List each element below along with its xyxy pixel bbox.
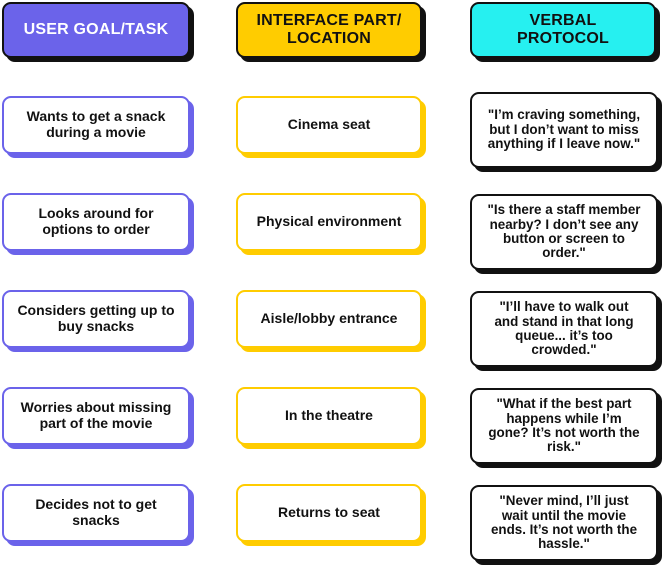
goal-text: Considers getting up to buy snacks: [17, 302, 175, 334]
verbal-cell: "What if the best part happens while I’m…: [470, 388, 658, 464]
verbal-text: "I’m craving something, but I don’t want…: [487, 107, 641, 152]
interface-text: Returns to seat: [278, 504, 380, 521]
verbal-text: "Never mind, I’ll just wait until the mo…: [490, 493, 638, 552]
goal-cell: Decides not to get snacks: [2, 484, 190, 542]
interface-cell: Cinema seat: [236, 96, 422, 154]
verbal-text: "I’ll have to walk out and stand in that…: [494, 299, 634, 358]
interface-cell: In the theatre: [236, 387, 422, 445]
verbal-text: "Is there a staff member nearby? I don’t…: [487, 202, 641, 261]
goal-cell: Looks around for options to order: [2, 193, 190, 251]
goal-cell: Wants to get a snack during a movie: [2, 96, 190, 154]
goal-text: Decides not to get snacks: [35, 496, 157, 528]
header-user-goal-label: USER GOAL/TASK: [23, 21, 169, 39]
header-verbal-protocol-label: VERBAL PROTOCOL: [517, 12, 609, 47]
interface-cell: Returns to seat: [236, 484, 422, 542]
verbal-cell: "I’ll have to walk out and stand in that…: [470, 291, 658, 367]
header-verbal-protocol: VERBAL PROTOCOL: [470, 2, 656, 58]
verbal-cell: "Is there a staff member nearby? I don’t…: [470, 194, 658, 270]
verbal-text: "What if the best part happens while I’m…: [488, 396, 640, 455]
goal-cell: Worries about missing part of the movie: [2, 387, 190, 445]
goal-text: Worries about missing part of the movie: [20, 399, 172, 431]
goal-cell: Considers getting up to buy snacks: [2, 290, 190, 348]
verbal-cell: "Never mind, I’ll just wait until the mo…: [470, 485, 658, 561]
goal-text: Looks around for options to order: [38, 205, 154, 237]
header-interface-part-label: INTERFACE PART/ LOCATION: [256, 12, 402, 47]
goal-text: Wants to get a snack during a movie: [26, 108, 166, 140]
interface-text: Physical environment: [256, 213, 402, 230]
verbal-cell: "I’m craving something, but I don’t want…: [470, 92, 658, 168]
header-interface-part: INTERFACE PART/ LOCATION: [236, 2, 422, 58]
interface-text: In the theatre: [285, 407, 373, 424]
interface-cell: Aisle/lobby entrance: [236, 290, 422, 348]
header-user-goal: USER GOAL/TASK: [2, 2, 190, 58]
interface-cell: Physical environment: [236, 193, 422, 251]
interface-text: Cinema seat: [287, 116, 371, 133]
interface-text: Aisle/lobby entrance: [260, 310, 398, 327]
